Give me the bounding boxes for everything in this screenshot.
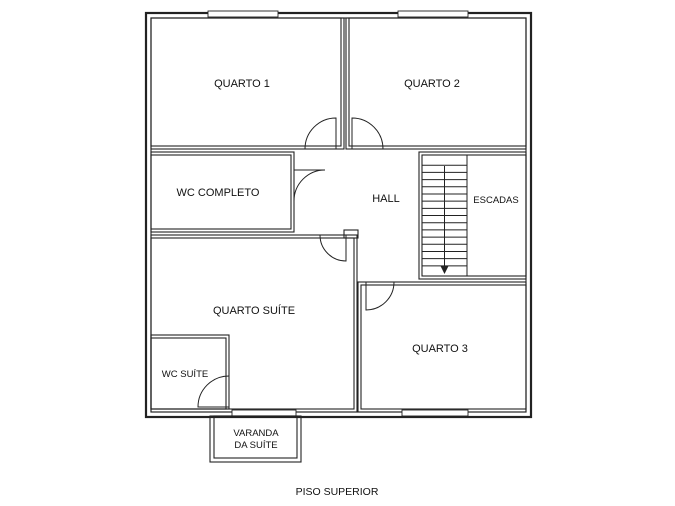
label-quarto-1: QUARTO 1 bbox=[214, 78, 270, 90]
label-quarto-suite: QUARTO SUÍTE bbox=[213, 304, 295, 317]
doors bbox=[197, 117, 395, 408]
label-varanda-line2: DA SUÍTE bbox=[234, 440, 277, 451]
label-wc-suite: WC SUÍTE bbox=[162, 369, 208, 380]
outer-walls bbox=[144, 11, 533, 419]
label-wc-completo: WC COMPLETO bbox=[177, 187, 260, 199]
staircase bbox=[421, 154, 468, 277]
varanda-balcony bbox=[209, 415, 302, 463]
label-quarto-2: QUARTO 2 bbox=[404, 78, 460, 90]
windows bbox=[207, 10, 469, 417]
label-escadas: ESCADAS bbox=[473, 195, 518, 206]
label-hall: HALL bbox=[372, 193, 400, 205]
plan-title: PISO SUPERIOR bbox=[296, 486, 379, 498]
stair-direction-arrow-icon bbox=[440, 266, 449, 274]
label-quarto-3: QUARTO 3 bbox=[412, 343, 468, 355]
interior-walls bbox=[150, 17, 527, 413]
label-varanda-line1: VARANDA bbox=[233, 428, 279, 439]
